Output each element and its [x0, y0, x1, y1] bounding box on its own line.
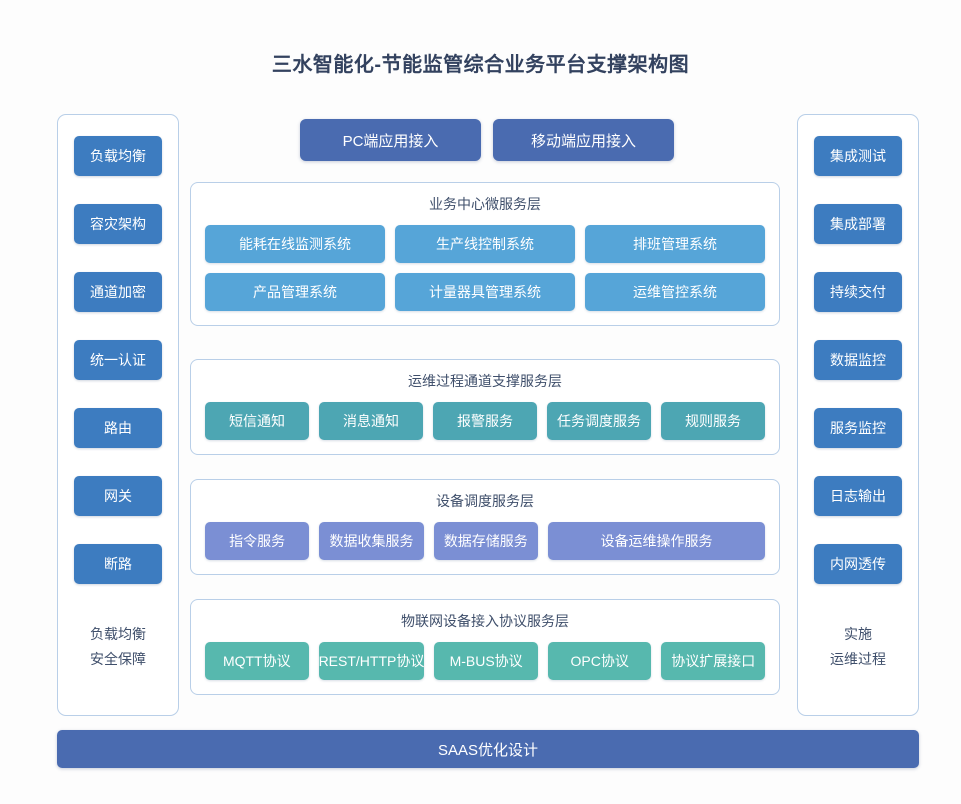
service-node-iot-1-1[interactable]: MQTT协议 [205, 642, 309, 680]
layer-row-ops-1: 短信通知消息通知报警服务任务调度服务规则服务 [205, 402, 765, 440]
layer-panel-ops: 运维过程通道支撑服务层短信通知消息通知报警服务任务调度服务规则服务 [190, 359, 780, 455]
left-capability-box-1[interactable]: 负载均衡 [74, 136, 162, 176]
right-capability-box-6[interactable]: 日志输出 [814, 476, 902, 516]
page-title: 三水智能化-节能监管综合业务平台支撑架构图 [271, 54, 690, 76]
right-capability-box-2[interactable]: 集成部署 [814, 204, 902, 244]
service-node-business-2-3[interactable]: 运维管控系统 [585, 273, 765, 311]
service-node-ops-1-4[interactable]: 任务调度服务 [547, 402, 651, 440]
layer-title-device: 设备调度服务层 [436, 493, 534, 509]
right-capability-box-3[interactable]: 持续交付 [814, 272, 902, 312]
service-node-device-1-3[interactable]: 数据存储服务 [433, 522, 538, 560]
layer-title-business: 业务中心微服务层 [429, 196, 541, 212]
service-node-iot-1-5[interactable]: 协议扩展接口 [661, 642, 766, 680]
service-node-ops-1-5[interactable]: 规则服务 [661, 402, 765, 440]
right-footer-line-2: 运维过程 [830, 651, 886, 667]
right-capability-box-7[interactable]: 内网透传 [814, 544, 902, 584]
service-node-business-2-2[interactable]: 计量器具管理系统 [395, 273, 575, 311]
service-node-business-2-1[interactable]: 产品管理系统 [205, 273, 385, 311]
saas-optimization-bar: SAAS优化设计 [57, 730, 919, 768]
left-capability-column: 负载均衡容灾架构通道加密统一认证路由网关断路 负载均衡 安全保障 [57, 114, 179, 716]
right-column-footer: 实施 运维过程 [830, 622, 886, 672]
left-capability-box-7[interactable]: 断路 [74, 544, 162, 584]
layer-title-iot: 物联网设备接入协议服务层 [401, 613, 569, 629]
layer-row-business-2: 产品管理系统计量器具管理系统运维管控系统 [205, 273, 765, 311]
right-footer-line-1: 实施 [844, 626, 872, 642]
right-capability-box-5[interactable]: 服务监控 [814, 408, 902, 448]
layer-panel-device: 设备调度服务层指令服务数据收集服务数据存储服务设备运维操作服务 [190, 479, 780, 575]
service-node-iot-1-4[interactable]: OPC协议 [547, 642, 652, 680]
service-node-iot-1-2[interactable]: REST/HTTP协议 [318, 642, 425, 680]
service-node-device-1-4[interactable]: 设备运维操作服务 [547, 522, 765, 560]
left-footer-line-2: 安全保障 [90, 651, 146, 667]
right-capability-box-4[interactable]: 数据监控 [814, 340, 902, 380]
left-capability-box-2[interactable]: 容灾架构 [74, 204, 162, 244]
left-capability-box-6[interactable]: 网关 [74, 476, 162, 516]
right-capability-column: 集成测试集成部署持续交付数据监控服务监控日志输出内网透传 实施 运维过程 [797, 114, 919, 716]
service-node-ops-1-2[interactable]: 消息通知 [319, 402, 423, 440]
left-capability-box-5[interactable]: 路由 [74, 408, 162, 448]
service-node-business-1-2[interactable]: 生产线控制系统 [395, 225, 575, 263]
layer-title-ops: 运维过程通道支撑服务层 [408, 373, 562, 389]
service-node-ops-1-1[interactable]: 短信通知 [205, 402, 309, 440]
service-node-ops-1-3[interactable]: 报警服务 [433, 402, 537, 440]
layer-row-device-1: 指令服务数据收集服务数据存储服务设备运维操作服务 [205, 522, 765, 560]
service-node-business-1-3[interactable]: 排班管理系统 [585, 225, 765, 263]
left-capability-box-4[interactable]: 统一认证 [74, 340, 162, 380]
mobile-access-button[interactable]: 移动端应用接入 [493, 119, 674, 161]
layer-panel-business: 业务中心微服务层能耗在线监测系统生产线控制系统排班管理系统产品管理系统计量器具管… [190, 182, 780, 326]
left-capability-box-3[interactable]: 通道加密 [74, 272, 162, 312]
service-node-device-1-1[interactable]: 指令服务 [205, 522, 310, 560]
layer-row-business-1: 能耗在线监测系统生产线控制系统排班管理系统 [205, 225, 765, 263]
service-node-device-1-2[interactable]: 数据收集服务 [319, 522, 424, 560]
access-entry-row: PC端应用接入 移动端应用接入 [300, 119, 674, 161]
left-footer-line-1: 负载均衡 [90, 626, 146, 642]
service-node-business-1-1[interactable]: 能耗在线监测系统 [205, 225, 385, 263]
service-node-iot-1-3[interactable]: M-BUS协议 [434, 642, 538, 680]
pc-access-button[interactable]: PC端应用接入 [300, 119, 481, 161]
left-column-footer: 负载均衡 安全保障 [90, 622, 146, 672]
right-capability-box-1[interactable]: 集成测试 [814, 136, 902, 176]
